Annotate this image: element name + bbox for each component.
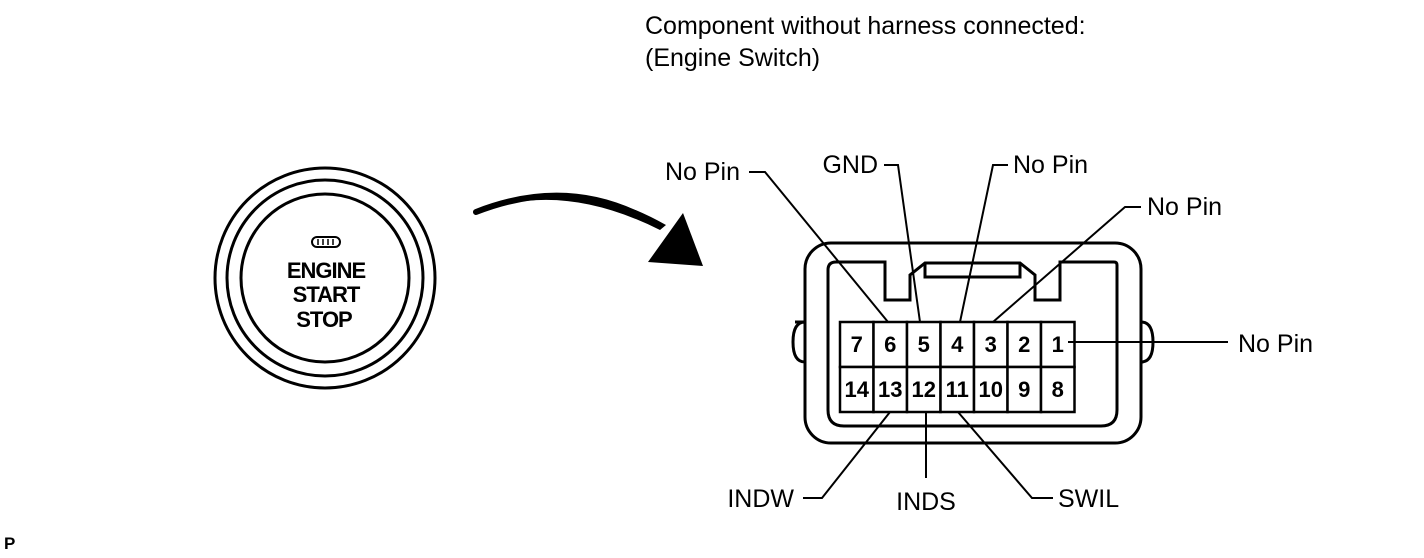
left-latch-tab [791, 320, 807, 364]
pin-number: 6 [884, 332, 896, 357]
pin-cell [972, 365, 1009, 414]
button-label-start: START [293, 282, 361, 307]
label-pin11-swil: SWIL [1058, 485, 1119, 513]
pin-cell [838, 365, 875, 414]
pin-cell [905, 365, 942, 414]
leader-pin6 [749, 171, 889, 323]
label-pin13-indw: INDW [727, 485, 794, 513]
leader-pin13 [803, 411, 891, 499]
label-pin1-no-pin: No Pin [1238, 330, 1313, 358]
pin-cell [1006, 320, 1043, 369]
button-label-engine: ENGINE [287, 258, 366, 283]
caption-line-1: Component without harness connected: [645, 12, 1086, 40]
label-pin5-gnd: GND [822, 151, 878, 179]
label-pin3-no-pin: No Pin [1147, 193, 1222, 221]
pin-cell [939, 365, 976, 414]
pin-number: 4 [951, 332, 964, 357]
button-face [239, 192, 411, 364]
key-slot [923, 263, 1022, 279]
pin-number: 1 [1052, 332, 1064, 357]
corner-mark: P [4, 534, 16, 553]
label-pin4-no-pin: No Pin [1013, 151, 1088, 179]
pin-cell [1006, 365, 1043, 414]
pin-number: 7 [851, 332, 863, 357]
button-outer-bezel [213, 166, 437, 390]
pin-number: 12 [912, 377, 936, 402]
leader-pin3 [992, 206, 1141, 323]
leader-pin5 [884, 164, 921, 323]
pin-number: 11 [946, 377, 969, 402]
pin-number: 2 [1018, 332, 1030, 357]
curved-arrow-icon [473, 192, 703, 266]
pin-number: 14 [845, 377, 870, 402]
pin-number: 3 [985, 332, 997, 357]
leader-lines [749, 164, 1228, 499]
button-label-stop: STOP [296, 307, 352, 332]
engine-switch-button-illustration: ENGINE START STOP [213, 166, 437, 390]
indicator-led-icon [311, 236, 341, 248]
pin-number: 10 [979, 377, 1003, 402]
button-inner-bezel [225, 178, 425, 378]
pin-cell [939, 320, 976, 369]
leader-pin11 [957, 411, 1053, 499]
pin-number: 8 [1052, 377, 1064, 402]
pin-number: 13 [878, 377, 902, 402]
label-pin12-inds: INDS [896, 488, 956, 516]
label-pin6-no-pin: No Pin [665, 158, 740, 186]
pin-number: 9 [1018, 377, 1030, 402]
connector-inner-cavity [826, 260, 1119, 428]
leader-pin4 [959, 164, 1008, 323]
pin-cell [872, 365, 909, 414]
pin-cell [1039, 365, 1076, 414]
pin-number: 5 [918, 332, 930, 357]
caption-line-2: (Engine Switch) [645, 44, 821, 72]
